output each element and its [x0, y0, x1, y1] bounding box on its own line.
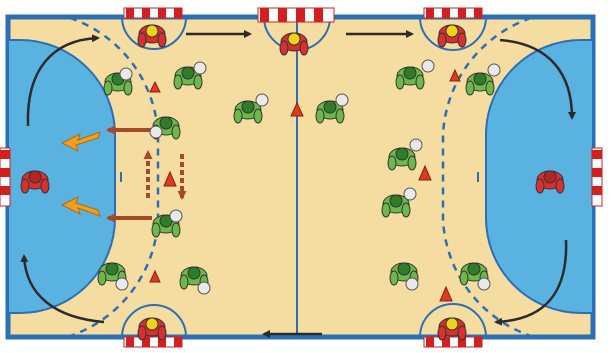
ball-icon [198, 282, 210, 294]
top-center-stripe-marker [258, 8, 334, 22]
ball-icon [336, 94, 348, 106]
right-goal [592, 148, 602, 206]
top-right-stripe-marker [424, 8, 482, 18]
ball-icon [170, 210, 182, 222]
ball-icon [406, 278, 418, 290]
ball-icon [150, 126, 162, 138]
ball-icon [422, 60, 434, 72]
bottom-left-stripe-marker [124, 337, 182, 347]
ball-icon [410, 139, 422, 151]
left-goal [0, 148, 10, 206]
ball-icon [116, 278, 128, 290]
ball-icon [194, 62, 206, 74]
ball-icon [120, 68, 132, 80]
ball-icon [404, 188, 416, 200]
ball-icon [488, 64, 500, 76]
top-left-stripe-marker [124, 8, 182, 18]
ball-icon [478, 278, 490, 290]
bottom-right-stripe-marker [424, 337, 482, 347]
ball-icon [256, 94, 268, 106]
